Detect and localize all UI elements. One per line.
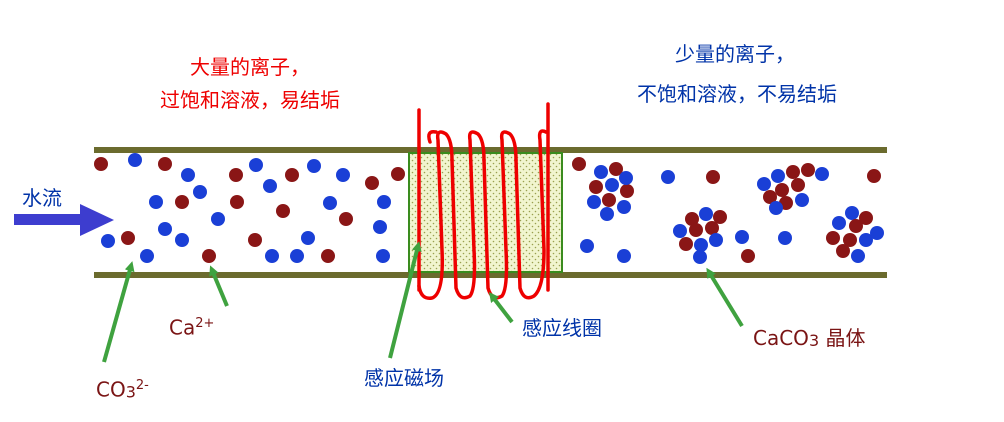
crystal-word: 晶体 xyxy=(819,326,866,350)
ion-ca xyxy=(175,195,189,209)
coil-label: 感应线圈 xyxy=(522,316,602,340)
right-caption-line2: 不饱和溶液，不易结垢 xyxy=(637,82,837,106)
ion-ca xyxy=(391,167,405,181)
crystal-pointer-arrow xyxy=(706,267,744,328)
ion-co3 xyxy=(735,230,749,244)
ion-co3 xyxy=(815,167,829,181)
ion-ca xyxy=(706,170,720,184)
ion-ca xyxy=(339,212,353,226)
ion-co3 xyxy=(323,196,337,210)
ion-co3 xyxy=(263,179,277,193)
magnetic-field-label: 感应磁场 xyxy=(364,366,444,390)
ion-co3 xyxy=(193,185,207,199)
ion-co3 xyxy=(290,249,304,263)
flow-label: 水流 xyxy=(22,186,62,210)
pointer-arrows xyxy=(102,241,744,363)
ion-co3 xyxy=(175,233,189,247)
pipe-bottom-wall xyxy=(94,272,887,278)
ca-pointer-arrow xyxy=(209,265,229,307)
ion-co3 xyxy=(181,168,195,182)
left-caption-line1: 大量的离子， xyxy=(190,55,310,79)
ion-ca xyxy=(202,249,216,263)
free-ions-left xyxy=(94,153,405,263)
ion-co3 xyxy=(376,249,390,263)
ion-ca xyxy=(572,157,586,171)
ion-ca xyxy=(248,233,262,247)
ca-ion-base: Ca xyxy=(169,315,196,340)
ion-co3 xyxy=(617,249,631,263)
ion-co3 xyxy=(336,168,350,182)
coil-pointer-arrow xyxy=(488,292,514,324)
ion-co3 xyxy=(301,231,315,245)
ca-ion-label: Ca2+ xyxy=(169,312,214,340)
ion-ca xyxy=(230,195,244,209)
ion-co3 xyxy=(158,222,172,236)
ion-co3 xyxy=(211,212,225,226)
ion-ca xyxy=(158,157,172,171)
co3-ion-base: CO xyxy=(96,377,126,402)
crystal-formula-base: CaCO xyxy=(753,326,809,350)
co3-ion-label: CO32- xyxy=(96,374,149,405)
ion-ca xyxy=(321,249,335,263)
co3-ion-charge: 2- xyxy=(135,378,149,393)
ion-ca xyxy=(365,176,379,190)
ion-co3 xyxy=(661,170,675,184)
pipe-top-wall xyxy=(94,147,887,153)
ion-co3 xyxy=(128,153,142,167)
ion-co3 xyxy=(778,231,792,245)
right-caption-line1: 少量的离子， xyxy=(675,42,795,66)
ion-co3 xyxy=(580,239,594,253)
ions-and-crystals-right xyxy=(572,157,884,264)
ion-ca xyxy=(276,204,290,218)
crystal-formula-sub: 3 xyxy=(808,331,820,350)
ion-ca xyxy=(741,249,755,263)
ion-co3 xyxy=(140,249,154,263)
ca-ion-charge: 2+ xyxy=(195,316,215,331)
ion-ca xyxy=(121,231,135,245)
ion-co3 xyxy=(377,195,391,209)
co3-ion-sub: 3 xyxy=(125,382,136,402)
ion-ca xyxy=(285,168,299,182)
water-flow-arrow xyxy=(14,204,114,236)
ion-co3 xyxy=(373,220,387,234)
ion-co3 xyxy=(149,195,163,209)
left-caption-line2: 过饱和溶液，易结垢 xyxy=(160,88,340,112)
ion-co3 xyxy=(307,159,321,173)
co3-pointer-arrow xyxy=(102,261,135,363)
induction-coil xyxy=(417,102,550,300)
ion-co3 xyxy=(101,234,115,248)
ion-ca xyxy=(94,157,108,171)
field-pointer-arrow xyxy=(388,241,422,359)
ion-co3 xyxy=(265,249,279,263)
crystal-label: CaCO3 晶体 xyxy=(753,326,865,353)
ion-co3 xyxy=(249,158,263,172)
ion-ca xyxy=(229,168,243,182)
ion-ca xyxy=(867,169,881,183)
